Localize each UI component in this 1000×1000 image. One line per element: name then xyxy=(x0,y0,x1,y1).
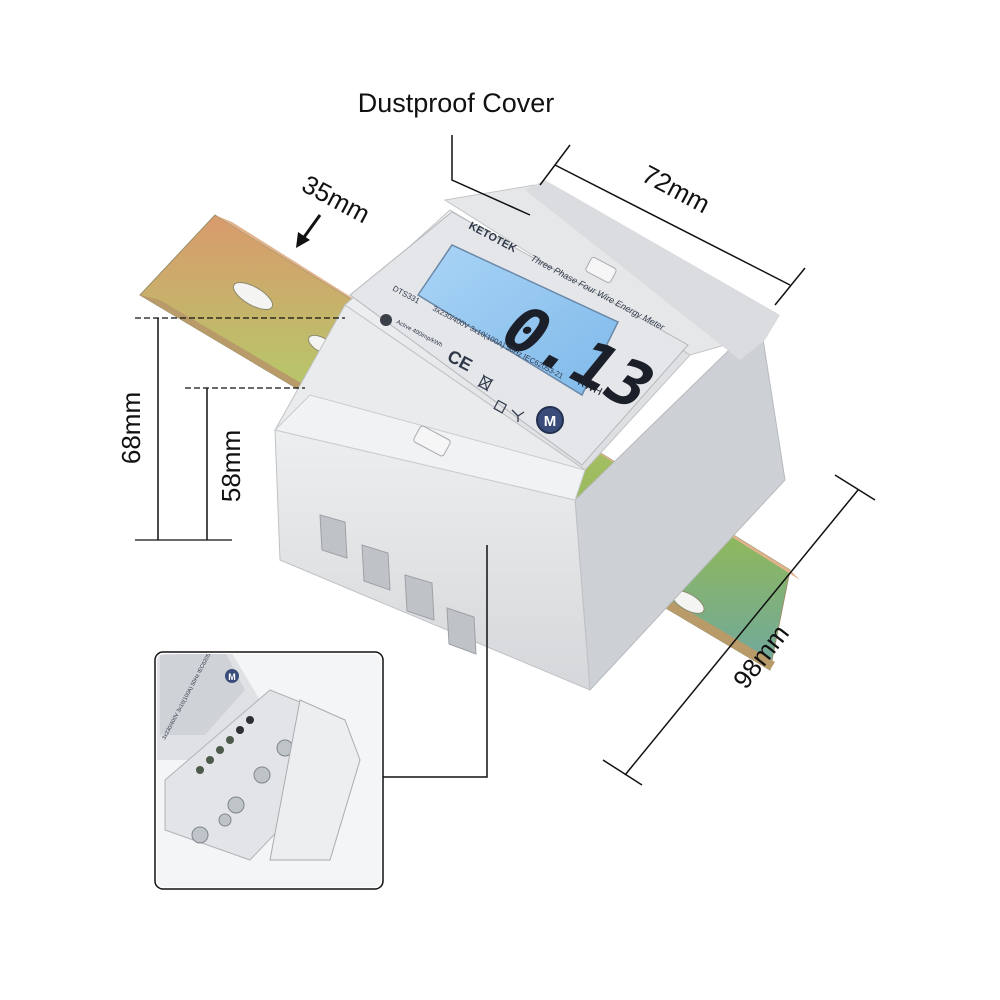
height-total-label: 68mm xyxy=(116,392,146,464)
width-tick-left xyxy=(539,144,571,186)
pulse-led xyxy=(380,314,392,326)
inset-terminal-screws xyxy=(191,739,294,844)
width-tick-right xyxy=(774,267,806,306)
front-clip xyxy=(413,425,451,457)
m-logo-letter: M xyxy=(544,413,557,430)
length-dim-line xyxy=(624,489,859,776)
terminal-openings xyxy=(319,514,477,655)
width-dim-line xyxy=(554,164,791,286)
connection-icon xyxy=(511,409,525,422)
width-label: 72mm xyxy=(637,159,715,219)
dustproof-cover-label: Dustproof Cover xyxy=(358,88,555,118)
lcd-display xyxy=(416,244,620,397)
inset-open-cover xyxy=(269,699,361,861)
length-tick-bottom xyxy=(602,759,643,786)
depth-label: 35mm xyxy=(297,169,375,229)
energy-meter: 0.13 KWH KETOTEK Three Phase Four Wire E… xyxy=(274,180,786,692)
inset-terminal-leds xyxy=(196,716,254,774)
length-tick-top xyxy=(834,474,876,501)
double-insulation-icon xyxy=(493,399,508,414)
m-logo xyxy=(536,406,564,434)
dustproof-leader xyxy=(451,135,531,216)
inset-leader xyxy=(383,545,488,778)
weee-bin-icon xyxy=(477,374,494,392)
arrow-down-left-icon xyxy=(296,214,322,248)
terminal-detail-inset: M 3x230/400V 3x10(100A) 50Hz IEC62053-21 xyxy=(154,651,384,890)
inset-m-logo: M xyxy=(228,672,236,682)
height-front-label: 58mm xyxy=(216,430,246,502)
top-clip xyxy=(585,256,617,284)
